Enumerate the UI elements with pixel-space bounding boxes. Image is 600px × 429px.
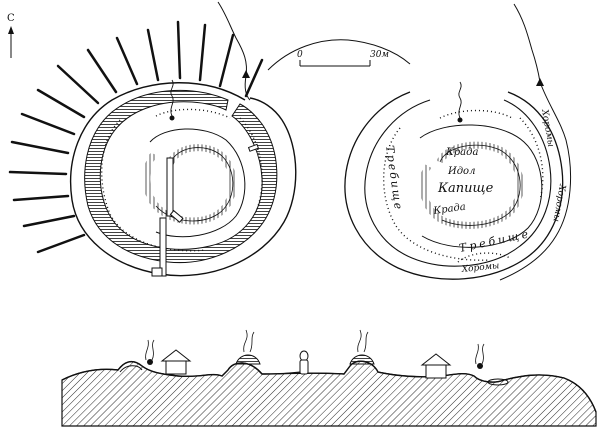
label-khoromy-bottom: Хоромы	[460, 261, 500, 275]
hut-right	[420, 353, 452, 379]
outer-rampart	[69, 82, 297, 277]
sun-rays	[8, 20, 264, 254]
fire-mound-2	[349, 329, 375, 365]
ground-section	[61, 360, 597, 427]
scale-start-label: 0	[297, 50, 303, 60]
stream	[217, 1, 251, 101]
left-plan	[8, 1, 297, 277]
label-trebishche-bottom: Требище	[458, 227, 532, 255]
fire-right-edge	[475, 343, 485, 369]
right-outer-rampart	[344, 91, 564, 280]
hatched-ditch	[84, 89, 278, 264]
label-kapishche: Капище	[437, 181, 494, 196]
label-trebishche-left: Требище	[383, 145, 405, 212]
passage	[151, 143, 260, 277]
label-krada-bottom: Крада	[432, 202, 467, 218]
scale-end-label: 30м	[370, 50, 389, 60]
right-stream	[267, 3, 572, 281]
idol-dot	[169, 115, 175, 121]
hut-left	[160, 349, 192, 375]
label-khoromy-right-top: Хоромы	[539, 108, 556, 148]
north-label: С	[7, 13, 15, 24]
north-arrow: С	[7, 13, 15, 58]
fire-left-edge	[145, 339, 155, 365]
right-plan: Крада Идол Капище Крада Требище Требище …	[267, 3, 572, 281]
right-idol-dot	[457, 117, 463, 123]
scale-bar: 0 30м	[297, 50, 389, 67]
label-idol: Идол	[447, 166, 475, 177]
idol-figure	[299, 350, 309, 375]
fire-mound-1	[235, 329, 261, 365]
label-krada-top: Крада	[445, 147, 478, 158]
cross-section	[61, 329, 597, 427]
